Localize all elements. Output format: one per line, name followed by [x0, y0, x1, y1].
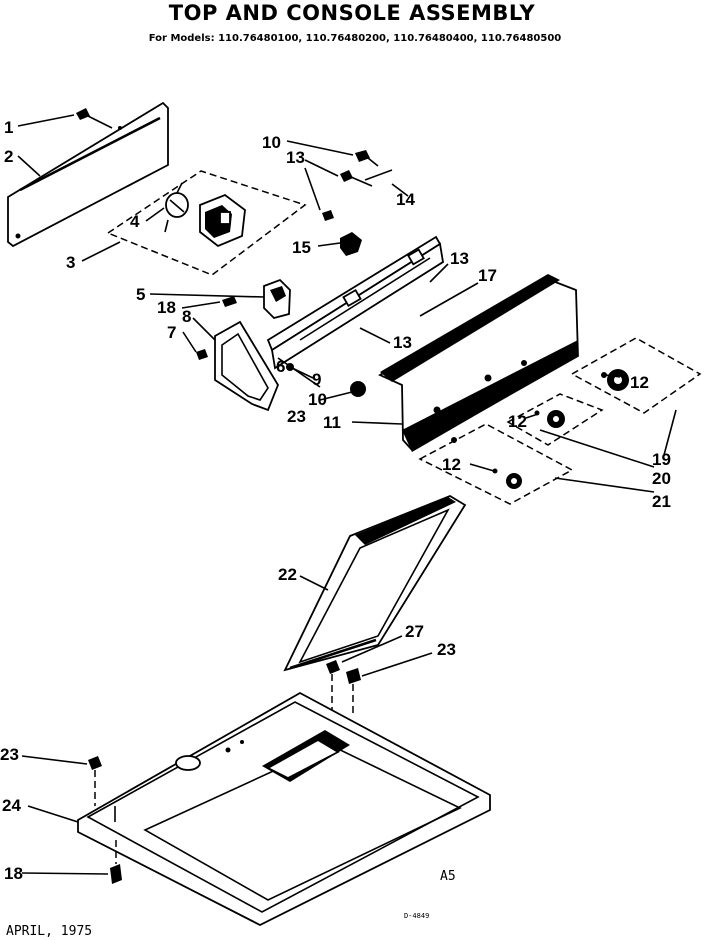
callout-22: 22 — [278, 565, 297, 584]
callout-21: 21 — [652, 492, 671, 511]
screw-13-mid — [322, 210, 334, 221]
callout-23-cabinet: 23 — [0, 745, 19, 764]
callout-12-middle: 12 — [508, 412, 527, 431]
footer-date: APRIL, 1975 — [6, 924, 92, 939]
callout-11: 11 — [323, 413, 341, 432]
callout-18-console: 18 — [157, 298, 176, 317]
callout-1: 1 — [4, 118, 13, 137]
callout-2: 2 — [4, 147, 13, 166]
bracket-8 — [214, 320, 280, 412]
callout-20: 20 — [652, 469, 671, 488]
clip-15 — [340, 232, 362, 256]
leader-lines — [17, 114, 677, 875]
callout-14: 14 — [396, 190, 415, 209]
knob-box-21 — [418, 423, 574, 505]
callout-15: 15 — [292, 238, 311, 257]
screw-7 — [196, 349, 208, 360]
switch-block — [199, 193, 246, 248]
screw-18-console — [222, 296, 237, 307]
callout-19: 19 — [652, 450, 671, 469]
callout-23-lid: 23 — [437, 640, 456, 659]
lid-22 — [283, 494, 467, 672]
callout-3: 3 — [66, 253, 75, 272]
callout-13-right: 13 — [450, 249, 469, 268]
screw-13-top — [340, 169, 393, 187]
models-line: For Models: 110.76480100, 110.76480200, … — [149, 33, 562, 44]
callout-8: 8 — [182, 307, 191, 326]
knob-box-19 — [570, 337, 702, 414]
footer-code: A5 — [440, 869, 456, 884]
nut-23-top — [346, 668, 361, 716]
callout-12-lower: 12 — [442, 455, 461, 474]
cabinet-top-24 — [77, 691, 491, 927]
callout-23-console: 23 — [287, 407, 306, 426]
callout-4: 4 — [130, 212, 140, 231]
knob-19 — [601, 369, 629, 391]
knob-box-20 — [506, 393, 604, 446]
callout-10-console: 10 — [308, 390, 327, 409]
knob-21 — [492, 468, 522, 489]
callout-13-lower: 13 — [393, 333, 412, 352]
callout-24: 24 — [2, 796, 21, 815]
timer-4 — [164, 182, 189, 233]
bracket-5 — [263, 278, 291, 320]
callout-6: 6 — [276, 357, 285, 376]
console-panel — [378, 274, 579, 452]
callout-9: 9 — [312, 370, 321, 389]
knob-23-console — [350, 381, 366, 397]
screw-10-top — [355, 150, 379, 167]
knob-20 — [534, 410, 565, 428]
callout-17: 17 — [478, 266, 497, 285]
callout-7: 7 — [167, 323, 176, 342]
timer-bracket-outline — [106, 170, 307, 276]
callout-12-right: 12 — [630, 373, 649, 392]
nut-23-cabinet — [88, 756, 102, 806]
callout-5: 5 — [136, 285, 145, 304]
callout-labels: 1 2 3 4 5 6 7 8 9 10 10 11 12 12 12 13 1… — [0, 118, 671, 883]
callout-13-top: 13 — [286, 148, 305, 167]
callout-10-top: 10 — [262, 133, 281, 152]
screw-18-cabinet — [110, 840, 122, 884]
drawing-number: D-4849 — [404, 912, 429, 920]
screw-1 — [76, 108, 113, 129]
page-title: TOP AND CONSOLE ASSEMBLY — [169, 1, 536, 25]
rear-panel — [7, 101, 169, 248]
console-rail — [266, 235, 444, 370]
callout-27: 27 — [405, 622, 424, 641]
callout-18-cabinet: 18 — [4, 864, 23, 883]
